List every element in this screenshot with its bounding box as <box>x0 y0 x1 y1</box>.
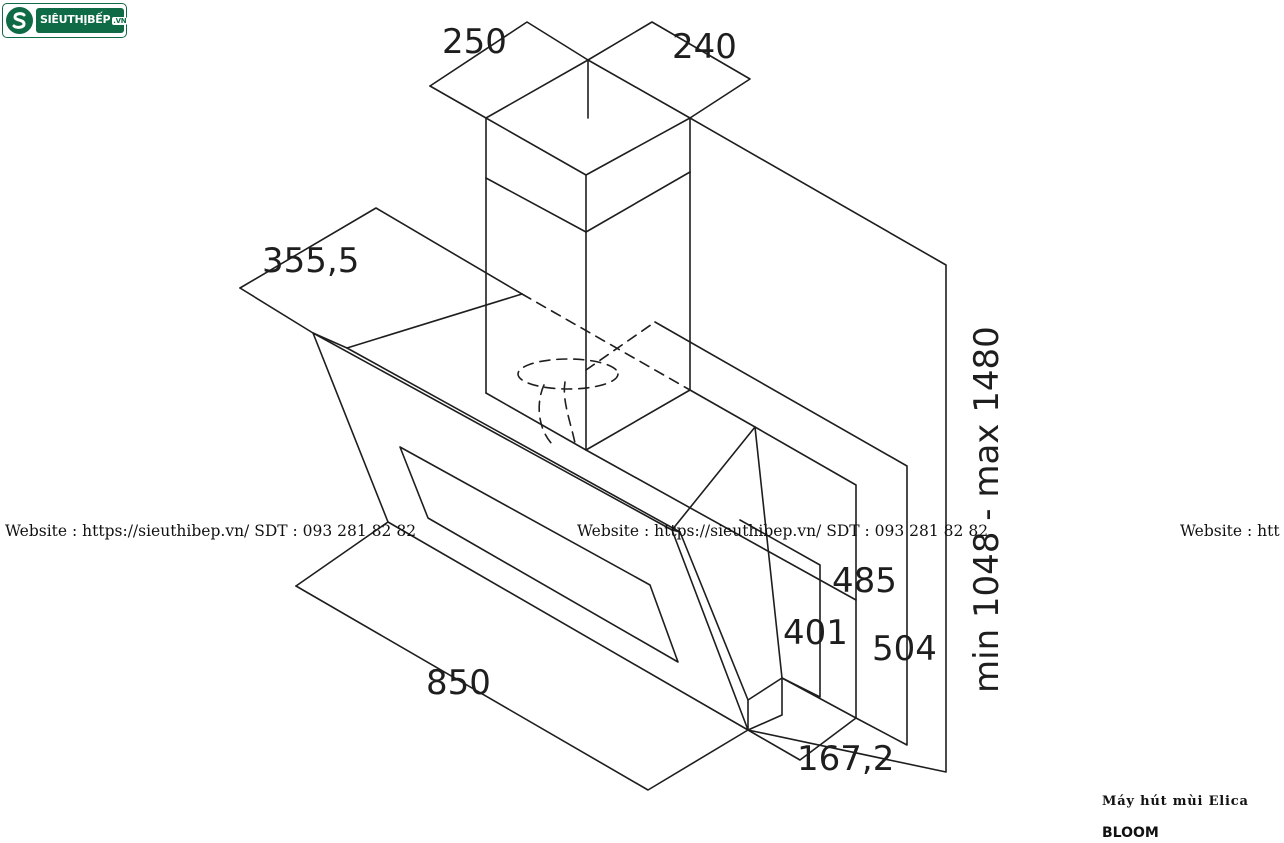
hood-bottom-edge <box>747 677 783 731</box>
watermark-right: Website : htt <box>1180 522 1280 540</box>
logo-text-background <box>36 8 124 33</box>
dim-240-line <box>587 21 751 119</box>
watermark-left: Website : https://sieuthibep.vn/ SDT : 0… <box>5 522 417 540</box>
hood-side-front <box>679 531 749 731</box>
dim-label-240: 240 <box>672 27 737 67</box>
hidden-outlet-ellipse <box>517 358 619 390</box>
watermark-middle: Website : https://sieuthibep.vn/ SDT : 0… <box>577 522 989 540</box>
dim-label-485: 485 <box>832 561 897 601</box>
dim-label-504: 504 <box>872 629 937 669</box>
hood-window <box>399 446 679 663</box>
dim-485-line <box>754 426 857 719</box>
hood-glass-top-bevel <box>312 332 681 533</box>
dim-485-inner <box>585 449 857 601</box>
logo-text: SIÊUTHỊBẾP.VN <box>40 13 128 26</box>
dim-label-355-5: 355,5 <box>262 241 359 281</box>
logo-s-icon <box>6 7 33 34</box>
dim-250-line <box>429 21 589 87</box>
dim-401-line <box>739 519 821 698</box>
dim-504-line <box>654 321 908 746</box>
hidden-back-edge <box>585 321 656 371</box>
dim-250-ext <box>429 85 487 119</box>
dim-label-850: 850 <box>426 663 491 703</box>
dim-3555-line <box>239 207 523 295</box>
hood-side-outer <box>671 426 783 701</box>
dim-label-250: 250 <box>442 22 507 62</box>
hood-back-top-edge <box>346 293 523 349</box>
hidden-lines <box>517 293 691 447</box>
dim-total-line <box>689 117 947 773</box>
hidden-top-edge <box>521 293 691 391</box>
dim-1672-line <box>747 717 857 761</box>
dim-850-ext <box>295 521 389 587</box>
dim-label-167-2: 167,2 <box>797 739 894 779</box>
chimney-joint-line <box>485 171 691 233</box>
dim-label-total-height: min 1048 - max 1480 <box>967 326 1007 693</box>
dim-label-401: 401 <box>783 613 848 653</box>
hidden-outlet-left <box>538 384 555 447</box>
hood-top-back-edge <box>689 389 756 428</box>
caption-model: BLOOM <box>1102 825 1159 841</box>
logo-tld: .VN <box>112 17 128 25</box>
logo-name: SIÊUTHỊBẾP <box>40 13 111 26</box>
dim-850-line <box>295 585 749 791</box>
caption-product: Máy hút mùi Elica <box>1102 794 1249 809</box>
dim-3555-ext <box>239 287 314 334</box>
hidden-outlet-right <box>563 381 576 444</box>
brand-logo[interactable]: SIÊUTHỊBẾP.VN <box>2 3 128 38</box>
